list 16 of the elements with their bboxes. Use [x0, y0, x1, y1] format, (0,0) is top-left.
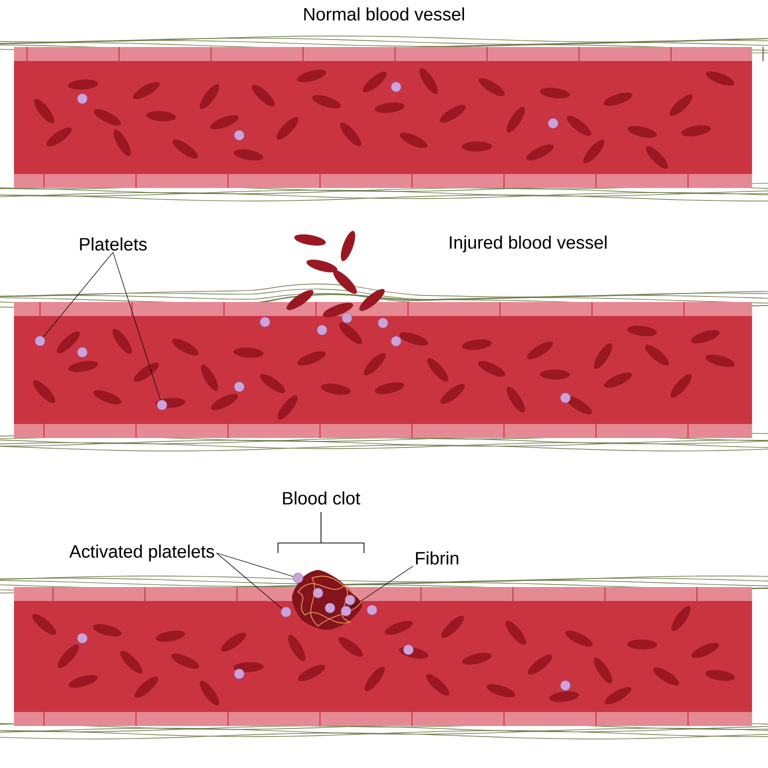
- callout-label: Activated platelets: [69, 544, 214, 562]
- heading-text: Normal blood vessel: [304, 7, 464, 21]
- leader-line: [43, 252, 114, 338]
- callout-label: Fibrin: [416, 551, 458, 565]
- callout-label: Platelets: [80, 237, 147, 251]
- platelet: [292, 572, 304, 584]
- leader-line: [350, 566, 414, 608]
- leader-line: [216, 552, 294, 577]
- heading-text: Injured blood vessel: [450, 236, 607, 252]
- platelet: [340, 606, 352, 616]
- platelet: [280, 606, 292, 618]
- leader-line: [112, 252, 161, 400]
- leader-line: [216, 552, 282, 609]
- platelet: [34, 336, 46, 346]
- heading-text: Blood clot: [283, 491, 360, 505]
- platelet: [156, 400, 168, 410]
